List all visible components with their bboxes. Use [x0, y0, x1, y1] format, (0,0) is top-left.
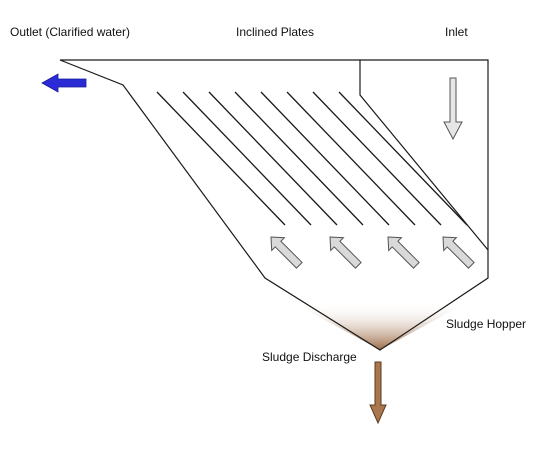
- tank-outline: [59, 59, 489, 351]
- inclined-plate: [208, 91, 338, 226]
- inclined-plate: [156, 91, 286, 226]
- sludge-layer: [292, 302, 468, 350]
- inlet-arrow-icon: [443, 77, 463, 141]
- sludge-hopper-label: Sludge Hopper: [446, 317, 527, 331]
- upflow-arrow-icon: [387, 236, 420, 269]
- inlet-baffle: [359, 60, 489, 251]
- sludge-discharge-label: Sludge Discharge: [262, 350, 357, 364]
- inclined-plates-label: Inclined Plates: [236, 25, 315, 39]
- inclined-plate: [338, 91, 468, 226]
- outlet-label: Outlet (Clarified water): [10, 25, 131, 39]
- inlet-label: Inlet: [445, 25, 468, 39]
- upflow-arrows: [270, 236, 475, 269]
- inclined-plate: [312, 91, 442, 226]
- upflow-arrow-icon: [329, 236, 362, 269]
- inclined-plate: [182, 91, 312, 226]
- outlet-arrow-icon: [41, 73, 87, 93]
- discharge-arrow-icon: [369, 361, 387, 425]
- inclined-plate: [234, 91, 364, 226]
- inclined-plate: [260, 91, 390, 226]
- inclined-plate: [286, 91, 416, 226]
- inclined-plates: [156, 91, 468, 226]
- upflow-arrow-icon: [270, 236, 303, 269]
- upflow-arrow-icon: [442, 236, 475, 269]
